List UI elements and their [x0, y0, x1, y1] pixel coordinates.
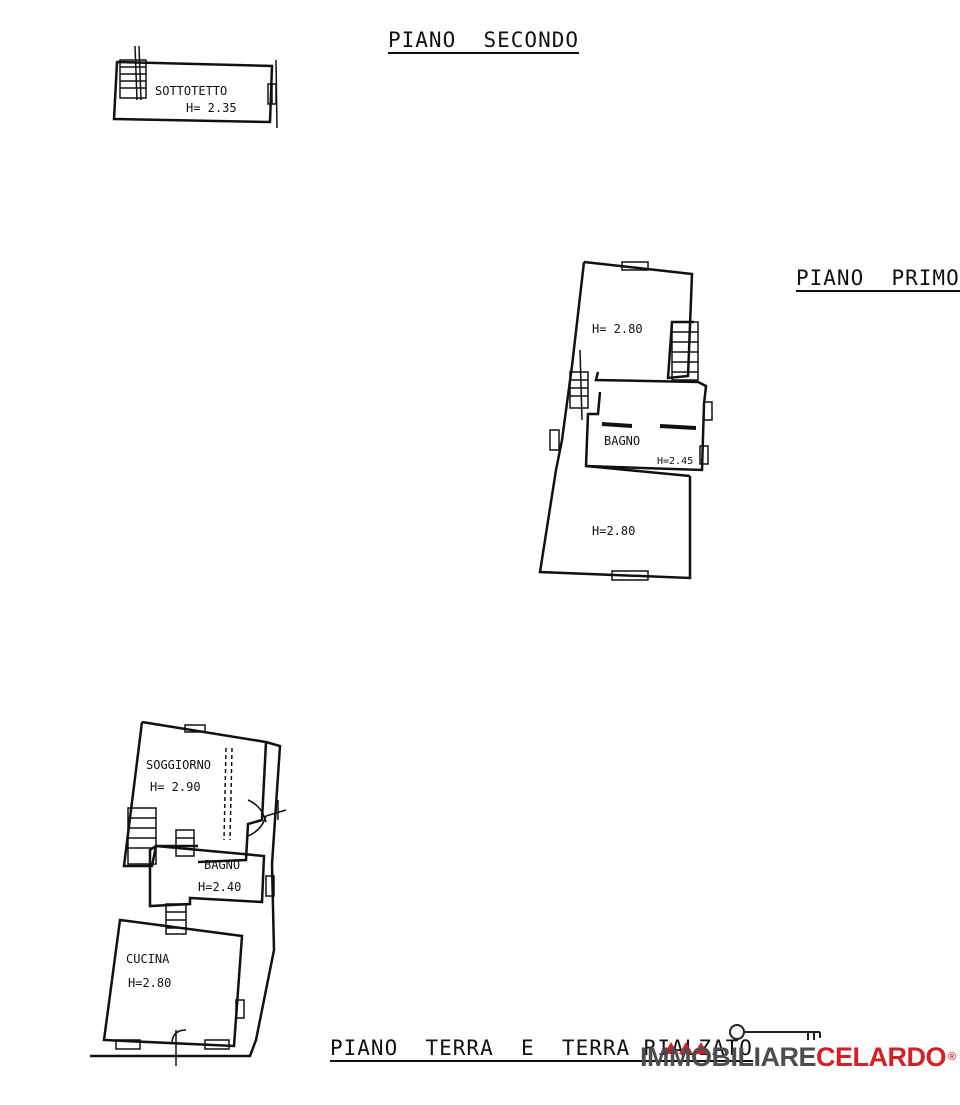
brand-name-part2: CELARDO: [816, 1042, 947, 1072]
key-icon: [729, 1024, 821, 1040]
room-name-ground-bathroom: BAGNO: [204, 858, 241, 872]
room-height-living: H= 2.90: [150, 780, 201, 794]
second-floor-title: PIANO SECONDO: [388, 28, 580, 54]
attic-stair: [119, 45, 147, 101]
brand-name-part1: IMMOBILIARE: [640, 1042, 817, 1072]
ground-floor-title: PIANO TERRA E TERRA RIALZATO: [330, 1036, 753, 1062]
attic-walls: [112, 60, 274, 124]
room-name-first-bathroom: BAGNO: [604, 434, 641, 448]
attic-window: [267, 59, 278, 129]
room-name-attic: SOTTOTETTO: [155, 84, 228, 98]
room-height-ground-bathroom: H=2.40: [198, 880, 242, 894]
room-name-living: SOGGIORNO: [146, 758, 212, 772]
room-height-first-top: H= 2.80: [592, 322, 643, 336]
first-floor-plan: [538, 260, 713, 581]
room-name-kitchen: CUCINA: [126, 952, 170, 966]
room-height-first-bathroom: H=2.45: [657, 456, 694, 467]
ground-floor-plan: [90, 720, 287, 1066]
first-floor-title: PIANO PRIMO: [796, 266, 960, 292]
room-height-attic: H= 2.35: [186, 101, 237, 115]
room-height-kitchen: H=2.80: [128, 976, 172, 990]
house-roofs-icon: [664, 1042, 708, 1054]
attic-plan: [112, 45, 278, 129]
room-height-first-bottom: H=2.80: [592, 524, 636, 538]
brand-logo: IMMOBILIARECELARDO®: [640, 1041, 956, 1073]
first-floor-stair: [671, 321, 699, 381]
registered-mark: ®: [948, 1051, 956, 1063]
